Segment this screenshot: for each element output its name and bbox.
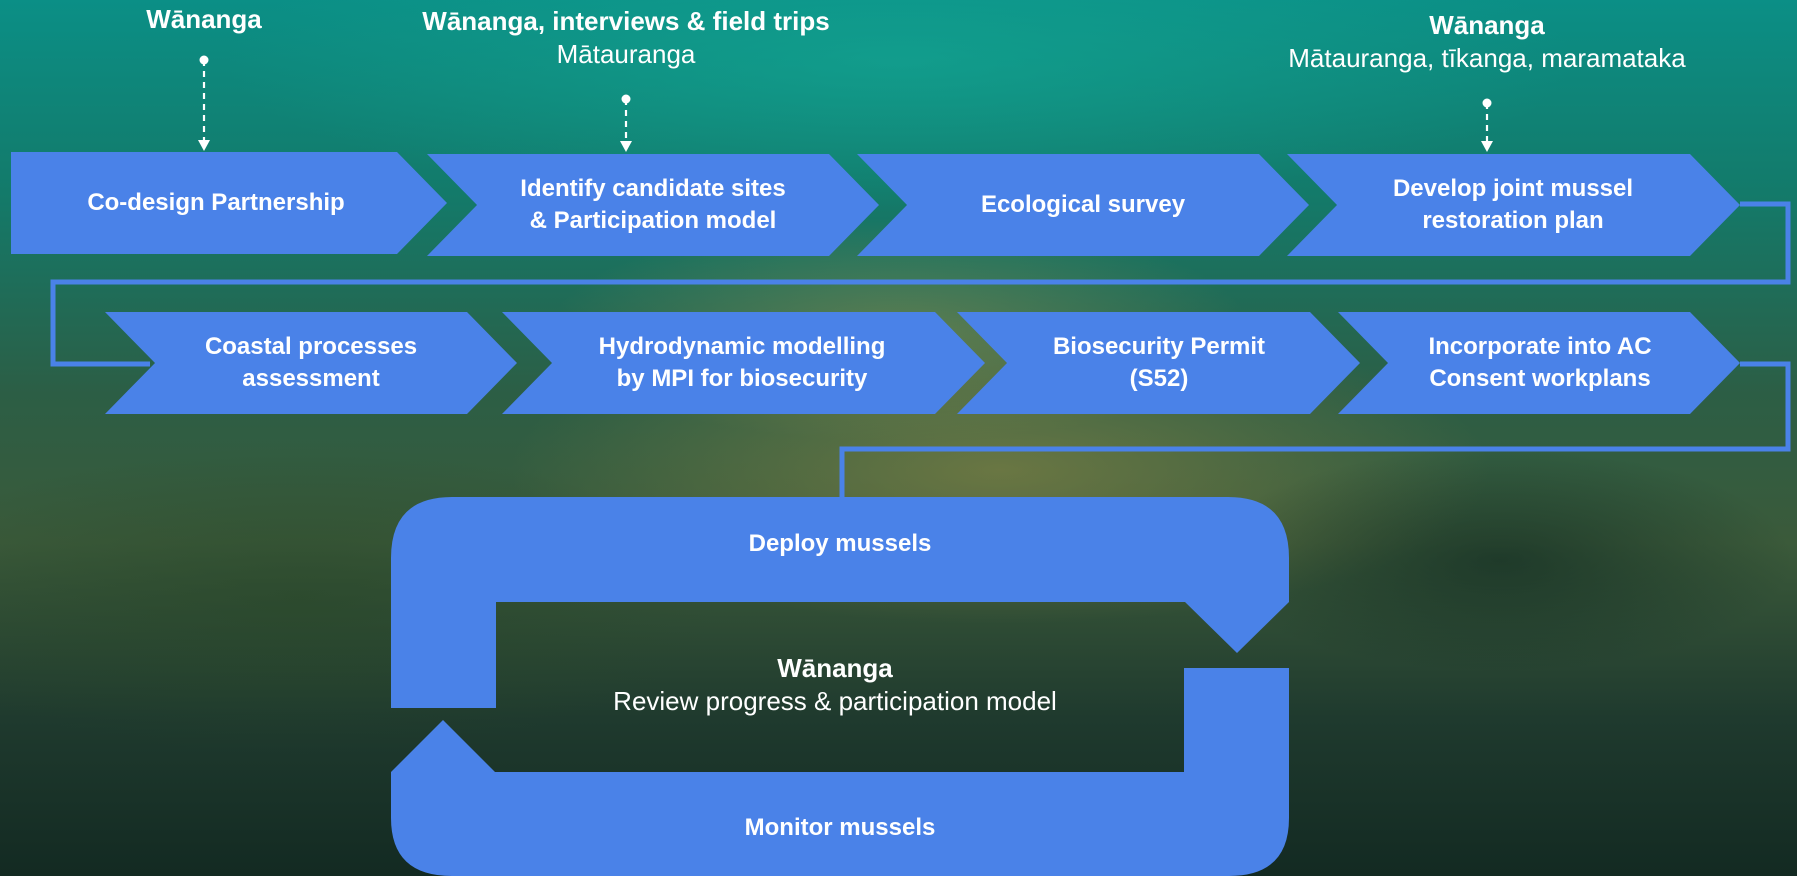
annotation-wananga-1: Wānanga	[54, 3, 354, 36]
step-hydrodynamic-modelling-shape	[502, 312, 985, 414]
cycle-bottom-label: Monitor mussels	[744, 814, 936, 841]
step-coastal-processes-shape	[105, 312, 517, 414]
annotation-1-title: Wānanga	[146, 4, 262, 34]
step-identify-sites: Identify candidate sites & Participation…	[453, 154, 853, 256]
step-coastal-processes: Coastal processes assessment	[131, 312, 491, 414]
cycle-center-subtitle: Review progress & participation model	[613, 686, 1057, 716]
step-label-line1: Biosecurity Permit	[1052, 333, 1266, 360]
cycle-center-title: Wānanga	[777, 653, 893, 683]
step-label-line2: Consent workplans	[1429, 365, 1651, 392]
step-codesign-partnership-shape	[11, 152, 447, 254]
step-label-line1: Incorporate into AC	[1428, 333, 1652, 360]
annotation-3-subtitle: Mātauranga, tīkanga, maramataka	[1288, 43, 1686, 73]
annotation-2-title: Wānanga, interviews & field trips	[422, 6, 830, 36]
cycle-center-annotation: Wānanga Review progress & participation …	[535, 652, 1135, 718]
step-consent-workplans: Incorporate into AC Consent workplans	[1364, 312, 1716, 414]
step-label: Co-design Partnership	[87, 189, 345, 216]
step-label-line1: Identify candidate sites	[520, 175, 786, 202]
step-label-line2: & Participation model	[529, 207, 777, 234]
step-label-line2: restoration plan	[1422, 207, 1604, 234]
pointer-dot-1	[199, 55, 209, 65]
step-ecological-survey-shape	[857, 154, 1309, 256]
step-ecological-survey: Ecological survey	[883, 154, 1283, 256]
cycle-deploy-mussels: Deploy mussels	[540, 526, 1140, 562]
step-label-line1: Coastal processes	[204, 333, 418, 360]
pointer-head-3	[1481, 141, 1493, 152]
cycle-monitor-mussels: Monitor mussels	[540, 810, 1140, 846]
step-hydrodynamic-modelling: Hydrodynamic modelling by MPI for biosec…	[527, 312, 957, 414]
step-restoration-plan: Develop joint mussel restoration plan	[1313, 154, 1713, 256]
step-restoration-plan-shape	[1287, 154, 1740, 256]
step-label: Ecological survey	[980, 191, 1186, 218]
step-label-line1: Develop joint mussel	[1392, 175, 1634, 202]
step-label-line2: by MPI for biosecurity	[616, 365, 868, 392]
connector-row1-to-row2	[50, 201, 1791, 367]
annotation-3-title: Wānanga	[1429, 10, 1545, 40]
step-identify-sites-shape	[427, 154, 879, 256]
connector-row2-to-cycle	[839, 361, 1791, 500]
step-label-line1: Hydrodynamic modelling	[598, 333, 886, 360]
cycle-bottom-arrow-shape	[391, 668, 1289, 876]
step-label-line2: (S52)	[1129, 365, 1189, 392]
pointer-dot-3	[1482, 98, 1492, 108]
pointer-dot-2	[621, 94, 631, 104]
annotation-wananga-3: Wānanga Mātauranga, tīkanga, maramataka	[1187, 9, 1787, 75]
pointer-head-1	[198, 140, 210, 151]
cycle-top-arrow-shape	[391, 497, 1289, 708]
step-biosecurity-permit-shape	[957, 312, 1360, 414]
step-biosecurity-permit: Biosecurity Permit (S52)	[983, 312, 1335, 414]
step-label-line2: assessment	[242, 365, 380, 392]
step-codesign-partnership: Co-design Partnership	[16, 152, 416, 254]
cycle-top-label: Deploy mussels	[748, 530, 932, 557]
pointer-head-2	[620, 141, 632, 152]
annotation-wananga-2: Wānanga, interviews & field trips Mātaur…	[326, 5, 926, 71]
step-consent-workplans-shape	[1338, 312, 1740, 414]
annotation-2-subtitle: Mātauranga	[556, 39, 696, 69]
